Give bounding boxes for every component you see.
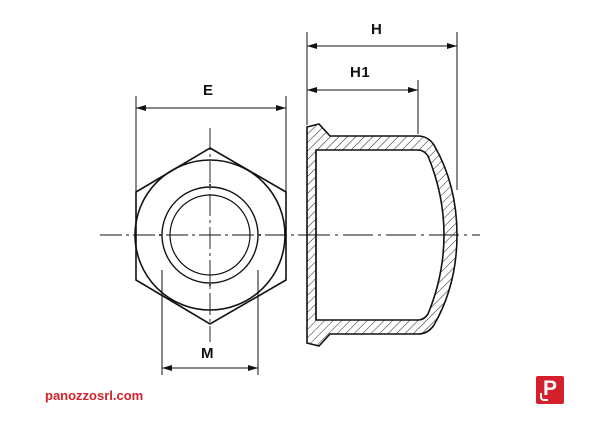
dimension-label-h: H (371, 21, 383, 38)
hexagon-outline (135, 147, 287, 325)
dimension-m (161, 270, 259, 375)
side-view (300, 123, 480, 347)
brand-website: panozzosrl.com (45, 388, 144, 403)
dimension-h (306, 32, 458, 190)
dimension-h1 (307, 80, 419, 134)
dimension-e (135, 96, 287, 192)
marker-bottom (209, 284, 211, 286)
dimension-label-m: M (201, 345, 214, 362)
logo-mark-icon (540, 393, 548, 401)
dimension-label-h1: H1 (350, 64, 371, 81)
dimension-label-e: E (203, 82, 214, 99)
brand-logo-icon: P (536, 376, 564, 404)
front-view (100, 128, 300, 342)
marker-top (209, 184, 211, 186)
